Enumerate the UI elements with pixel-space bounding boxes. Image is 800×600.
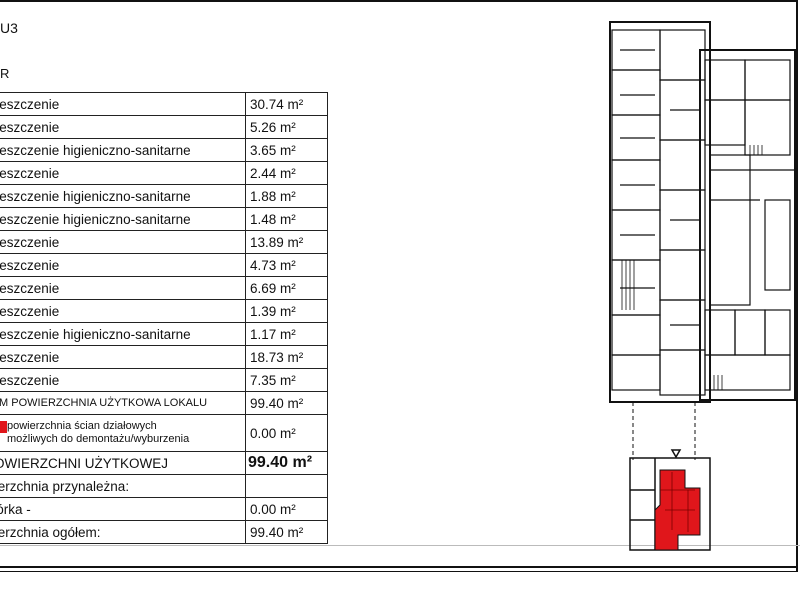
adjacent-value xyxy=(245,474,328,498)
room-name: mieszczenie higieniczno-sanitarne xyxy=(0,184,246,208)
room-name: mieszczenie xyxy=(0,92,246,116)
table-row: mieszczenie13.89 m² xyxy=(0,230,328,254)
total-value: 99.40 m² xyxy=(245,520,328,544)
room-name: mieszczenie xyxy=(0,115,246,139)
room-name: mieszczenie xyxy=(0,253,246,277)
frame-bottom-line xyxy=(0,566,798,568)
room-name: mieszczenie xyxy=(0,368,246,392)
room-area: 4.73 m² xyxy=(245,253,328,277)
floor-plan-drawing xyxy=(609,21,796,551)
table-row: mieszczenie18.73 m² xyxy=(0,345,328,369)
room-name: mieszczenie xyxy=(0,276,246,300)
grand-usable-value: 99.40 m² xyxy=(245,451,328,475)
usable-total-label: ZEM POWIERZCHNIA UŻYTKOWA LOKALU xyxy=(0,391,246,415)
room-name: mieszczenie higieniczno-sanitarne xyxy=(0,207,246,231)
grand-usable-row: POWIERZCHNI UŻYTKOWEJ 99.40 m² xyxy=(0,451,328,475)
red-legend-marker xyxy=(0,421,7,433)
table-row: mieszczenie1.39 m² xyxy=(0,299,328,323)
room-area: 1.88 m² xyxy=(245,184,328,208)
total-row: wierzchnia ogółem: 99.40 m² xyxy=(0,520,328,544)
table-row: mieszczenie2.44 m² xyxy=(0,161,328,185)
room-area-table: mieszczenie30.74 m²mieszczenie5.26 m²mie… xyxy=(0,92,328,544)
room-area: 1.48 m² xyxy=(245,207,328,231)
room-area: 5.26 m² xyxy=(245,115,328,139)
room-area: 13.89 m² xyxy=(245,230,328,254)
table-row: mieszczenie4.73 m² xyxy=(0,253,328,277)
usable-total-value: 99.40 m² xyxy=(245,391,328,415)
storage-label: mórka - xyxy=(0,497,246,521)
room-area: 1.39 m² xyxy=(245,299,328,323)
frame-bottom-line-inner xyxy=(0,571,798,572)
walls-note-cell: powierzchnia ścian działowych możliwych … xyxy=(0,414,246,452)
footer-divider xyxy=(0,545,800,546)
walls-note-line2: możliwych do demontażu/wyburzenia xyxy=(7,433,190,445)
table-row: mieszczenie30.74 m² xyxy=(0,92,328,116)
room-area: 7.35 m² xyxy=(245,368,328,392)
room-name: mieszczenie xyxy=(0,161,246,185)
adjacent-row: wierzchnia przynależna: xyxy=(0,474,328,498)
room-name: mieszczenie xyxy=(0,230,246,254)
room-name: mieszczenie xyxy=(0,299,246,323)
room-area: 3.65 m² xyxy=(245,138,328,162)
walls-note-line1: powierzchnia ścian działowych xyxy=(7,420,157,432)
total-label: wierzchnia ogółem: xyxy=(0,520,246,544)
usable-total-row: ZEM POWIERZCHNIA UŻYTKOWA LOKALU 99.40 m… xyxy=(0,391,328,415)
room-area: 30.74 m² xyxy=(245,92,328,116)
storage-value: 0.00 m² xyxy=(245,497,328,521)
room-area: 6.69 m² xyxy=(245,276,328,300)
frame-right-line xyxy=(796,0,798,572)
room-area: 2.44 m² xyxy=(245,161,328,185)
section-letter: R xyxy=(0,66,10,81)
grand-usable-label: POWIERZCHNI UŻYTKOWEJ xyxy=(0,451,246,475)
table-row: mieszczenie6.69 m² xyxy=(0,276,328,300)
summary-rows: ZEM POWIERZCHNIA UŻYTKOWA LOKALU 99.40 m… xyxy=(0,391,328,544)
adjacent-label: wierzchnia przynależna: xyxy=(0,474,246,498)
walls-note-value: 0.00 m² xyxy=(245,414,328,452)
room-rows: mieszczenie30.74 m²mieszczenie5.26 m²mie… xyxy=(0,92,328,392)
table-row: mieszczenie5.26 m² xyxy=(0,115,328,139)
frame-top-line xyxy=(0,0,796,2)
room-name: mieszczenie higieniczno-sanitarne xyxy=(0,138,246,162)
room-area: 18.73 m² xyxy=(245,345,328,369)
storage-row: mórka - 0.00 m² xyxy=(0,497,328,521)
room-name: mieszczenie higieniczno-sanitarne xyxy=(0,322,246,346)
room-name: mieszczenie xyxy=(0,345,246,369)
table-row: mieszczenie7.35 m² xyxy=(0,368,328,392)
room-area: 1.17 m² xyxy=(245,322,328,346)
walls-note-row: powierzchnia ścian działowych możliwych … xyxy=(0,414,328,452)
unit-code: U3 xyxy=(0,20,18,36)
